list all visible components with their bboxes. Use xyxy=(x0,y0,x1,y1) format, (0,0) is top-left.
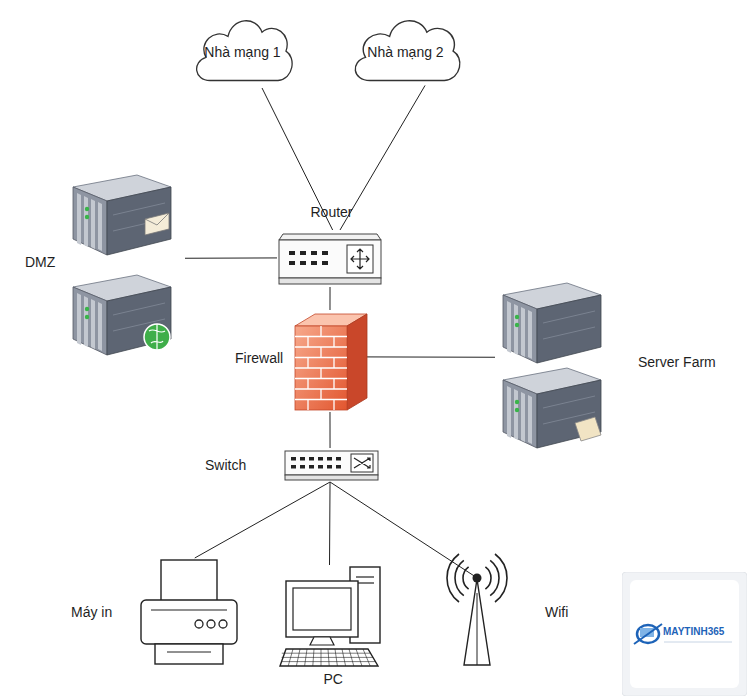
network-link xyxy=(367,356,495,357)
isp-cloud: Nhà mạng 2 xyxy=(348,3,463,88)
node-label: Switch xyxy=(205,457,246,473)
wifi-antenna-icon xyxy=(438,553,516,668)
node-label: Nhà mạng 2 xyxy=(348,44,463,60)
watermark-text: MAYTINH365 xyxy=(663,626,724,637)
router-node: Router xyxy=(277,230,382,287)
node-label: DMZ xyxy=(25,254,55,270)
node-label: Nhà mạng 1 xyxy=(190,44,295,60)
pc-icon xyxy=(280,565,390,668)
network-link xyxy=(329,412,330,448)
network-link xyxy=(185,257,277,258)
network-link xyxy=(330,482,478,578)
wifi-node: Wifi xyxy=(438,553,516,668)
network-link xyxy=(195,482,330,558)
network-link xyxy=(329,287,330,310)
pc-node: PC xyxy=(280,565,390,668)
server-farm-icon xyxy=(495,283,605,448)
firewall-icon xyxy=(295,310,367,412)
node-label: Máy in xyxy=(71,604,112,620)
node-label: PC xyxy=(324,671,343,687)
dmz-servers-icon xyxy=(65,175,185,360)
isp-cloud: Nhà mạng 1 xyxy=(190,3,295,88)
firewall-node: Firewall xyxy=(295,310,367,412)
printer-node: Máy in xyxy=(137,558,242,668)
node-label: Wifi xyxy=(545,604,568,620)
node-label: Firewall xyxy=(235,350,283,366)
server-farm-group: Server Farm xyxy=(495,283,605,448)
network-link xyxy=(329,482,331,565)
printer-icon xyxy=(137,558,242,668)
node-label: Server Farm xyxy=(638,354,716,370)
router-icon xyxy=(277,230,382,287)
switch-icon xyxy=(283,448,380,482)
network-link xyxy=(340,85,425,230)
dmz-group: DMZ xyxy=(65,175,185,360)
node-label: Router xyxy=(311,204,353,220)
switch-node: Switch xyxy=(283,448,380,482)
